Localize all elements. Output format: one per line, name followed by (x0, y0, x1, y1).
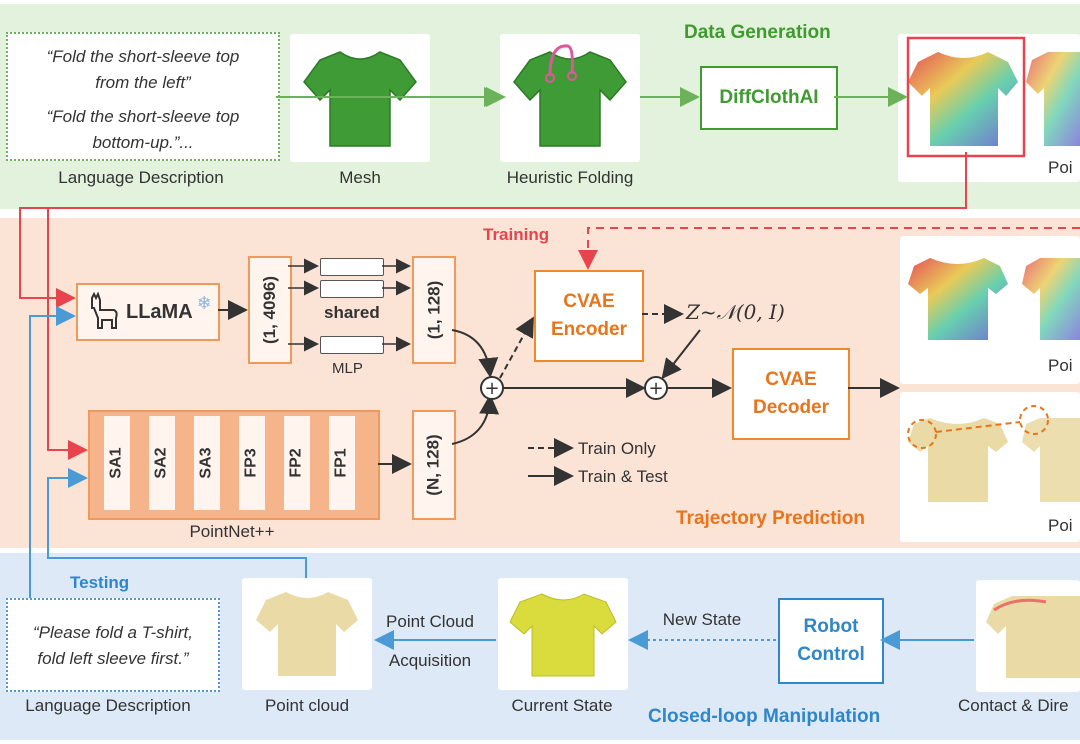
point-label-mid-1: Poi (1048, 356, 1073, 375)
arrow-training-to-llama (19, 152, 967, 308)
diffclothai-box: DiffClothAI (700, 66, 838, 130)
colored-point-cloud-icon (908, 258, 1080, 340)
test-quote-line-1: “Please fold a T-shirt, (33, 623, 193, 642)
pointnet-label: PointNet++ (189, 522, 275, 541)
language-feature-dim-box: (1, 128) (412, 256, 456, 364)
svg-text:+: + (648, 378, 663, 399)
llama-feature-dim-box: (1, 4096) (248, 256, 292, 364)
llama-icon (91, 292, 118, 329)
folded-shirt-icon (513, 44, 627, 147)
data-generation-title: Data Generation (684, 22, 831, 43)
language-description-label: Language Description (58, 168, 224, 187)
mlp-bar-2 (320, 280, 384, 298)
cvae-encoder-line-1: CVAE (563, 291, 615, 312)
yellow-point-cloud-icon (986, 596, 1080, 678)
quote-1-line-1: “Fold the short-sleeve top (46, 47, 240, 66)
mlp-bar-1 (320, 258, 384, 276)
robot-control-line-1: Robot (803, 616, 859, 637)
pointnet-layer-sa2: SA2 (149, 416, 175, 510)
yellow-shirt-icon (509, 593, 617, 677)
cvae-decoder-line-2: Decoder (752, 397, 830, 418)
cvae-encoder-line-2: Encoder (550, 319, 628, 340)
current-state-image (498, 578, 628, 690)
arrow-training-to-encoder (578, 227, 1080, 270)
trajectory-point-clouds (900, 392, 1080, 542)
mlp-label: MLP (332, 360, 363, 377)
new-state-label: New State (662, 610, 742, 629)
point-label-mid-2: Poi (1048, 516, 1073, 535)
pointnet-layer-fp2: FP2 (284, 416, 310, 510)
point-cloud-label: Point cloud (264, 696, 350, 715)
heuristic-folding-image (500, 34, 640, 162)
svg-text:+: + (484, 378, 499, 399)
pointnet-layer-sa3: SA3 (194, 416, 220, 510)
predicted-point-clouds (900, 236, 1080, 384)
mesh-label: Mesh (339, 168, 381, 187)
quote-2-line-1: “Fold the short-sleeve top (46, 107, 240, 126)
pointnet-layer-sa1: SA1 (104, 416, 130, 510)
quote-2-line-2: bottom-up.”... (92, 133, 194, 152)
closed-loop-title: Closed-loop Manipulation (648, 706, 881, 727)
current-state-label: Current State (511, 696, 613, 715)
cvae-encoder-box: CVAE Encoder (534, 270, 644, 362)
trajectory-prediction-title: Trajectory Prediction (676, 508, 866, 529)
test-language-label: Language Description (25, 696, 191, 715)
acquisition-line-2: Acquisition (388, 651, 472, 670)
pointnet-layer-fp3: FP3 (239, 416, 265, 510)
acquisition-line-1: Point Cloud (386, 612, 474, 631)
pointnet-layer-fp1: FP1 (329, 416, 355, 510)
robot-control-line-2: Control (797, 644, 865, 665)
quote-1-line-2: from the left” (95, 73, 191, 92)
shared-label: shared (324, 303, 380, 322)
latent-distribution: Z~𝒩(0, I) (686, 300, 785, 324)
training-label: Training (483, 225, 550, 244)
point-cloud-image (242, 578, 372, 690)
testing-label: Testing (70, 573, 130, 592)
colored-point-cloud-icon (906, 36, 1080, 158)
yellow-point-cloud-icon (907, 405, 1080, 502)
test-quote-line-2: fold left sleeve first.” (37, 649, 189, 668)
generated-point-clouds (898, 34, 1080, 182)
cvae-decoder-line-1: CVAE (765, 369, 817, 390)
contact-direction-image (976, 580, 1080, 692)
contact-direction-label: Contact & Dire (958, 696, 1069, 715)
mlp-bar-3 (320, 336, 384, 354)
snowflake-icon: ❄ (196, 292, 212, 313)
test-language-box: “Please fold a T-shirt, fold left sleeve… (6, 598, 220, 692)
llama-box: LLaMA ❄ (76, 283, 220, 341)
arrow-test-language-to-llama (29, 306, 76, 598)
arrow-pointcloud-to-pointnet (47, 468, 307, 578)
yellow-point-cloud-icon (256, 592, 358, 676)
heuristic-folding-label: Heuristic Folding (506, 168, 634, 187)
point-label-top: Poi (1048, 158, 1073, 177)
diffclothai-label: DiffClothAI (719, 87, 819, 108)
point-feature-dim-box: (N, 128) (412, 410, 456, 520)
llama-label: LLaMA (126, 300, 193, 323)
legend-train-only: Train Only (578, 439, 656, 458)
green-shirt-icon (303, 51, 417, 147)
arrow-training-to-pointnet (47, 208, 88, 460)
legend-train-test: Train & Test (578, 467, 668, 486)
cvae-decoder-box: CVAE Decoder (732, 348, 850, 440)
